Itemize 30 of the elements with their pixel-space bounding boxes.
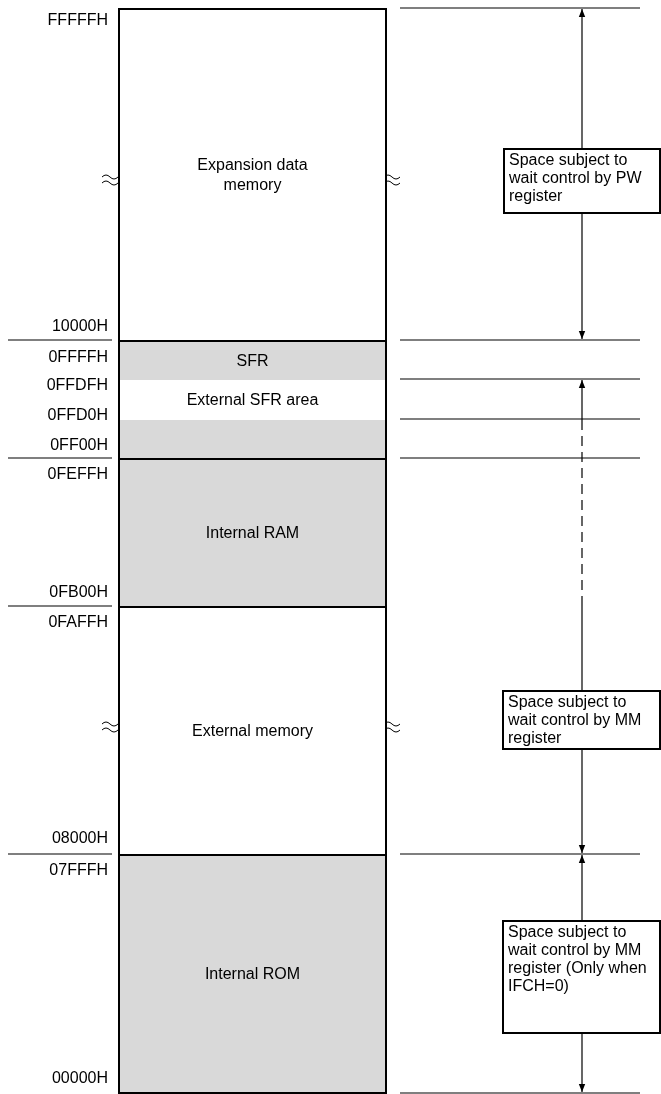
address-label: 0FFFFH (48, 348, 108, 366)
address-label: 0FB00H (49, 583, 108, 601)
region-label: External SFR area (186, 390, 319, 410)
note-text: Space subject to wait control by MM register (508, 693, 643, 747)
address-label: 0FFDFH (46, 376, 108, 394)
address-label: 07FFFH (49, 861, 108, 879)
address-label: 10000H (51, 317, 108, 335)
region-label: SFR (235, 351, 270, 371)
memory-region (118, 340, 387, 460)
note-box (502, 690, 661, 750)
region-label: Internal RAM (205, 523, 300, 543)
address-label: 0FAFFH (48, 613, 108, 631)
region-label: Internal ROM (204, 964, 301, 984)
note-box (503, 148, 661, 214)
address-label: 08000H (51, 829, 108, 847)
memory-region (118, 8, 387, 342)
region-label: External memory (192, 721, 313, 741)
address-label: 0FFD0H (47, 406, 108, 424)
note-text: Space subject to wait control by MM register (Only when IFCH=0) (508, 923, 648, 995)
memory-region (118, 854, 387, 1094)
note-box (502, 920, 661, 1034)
region-label: Expansion data memory (196, 155, 309, 195)
address-label: 0FEFFH (47, 465, 108, 483)
memory-region (118, 458, 387, 608)
memory-band (120, 380, 385, 420)
address-label: 00000H (51, 1069, 108, 1087)
memory-region (118, 606, 387, 856)
address-label: 0FF00H (50, 436, 108, 454)
note-text: Space subject to wait control by PW register (509, 151, 643, 205)
address-label: FFFFFH (47, 11, 108, 29)
